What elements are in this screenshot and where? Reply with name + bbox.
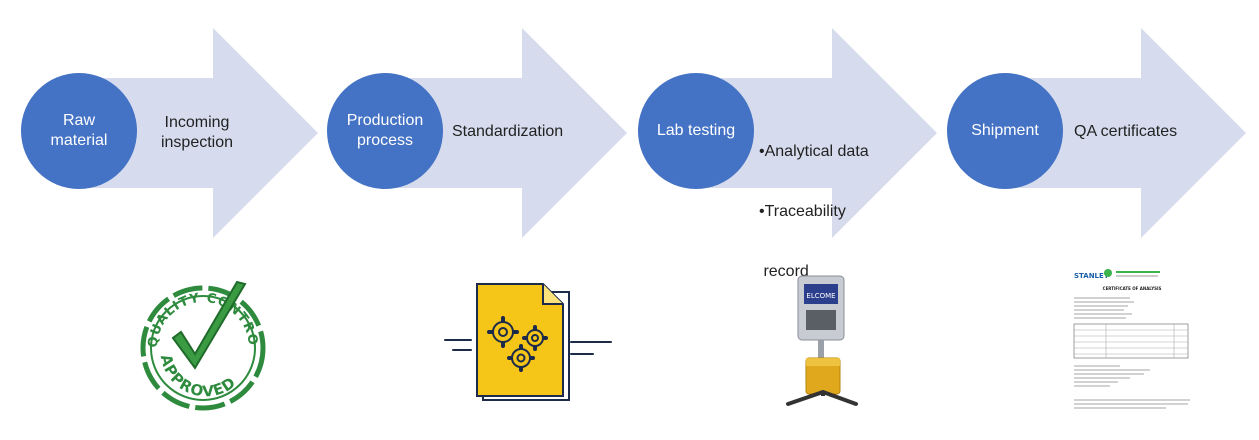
label-line: Standardization — [452, 123, 564, 140]
step-label-standardization: Standardization — [452, 122, 563, 142]
label-line: record — [759, 263, 809, 280]
process-arrow-2 — [387, 28, 627, 238]
circle-text-line: Lab testing — [656, 122, 736, 139]
circle-text-line: material — [50, 132, 108, 149]
document-with-gears-icon — [444, 283, 612, 401]
certificate-brand-text: STANLEY — [1074, 272, 1110, 280]
step-circle-lab-testing: Lab testing — [638, 73, 754, 189]
step-circle-production-process: Production process — [327, 73, 443, 189]
process-arrow-3 — [697, 28, 937, 238]
step-label-lab-testing: •Analytical data •Traceability record — [759, 102, 869, 302]
certificate-of-analysis-icon: STANLEY CERTIFICATE OF ANALYSIS — [1070, 264, 1194, 414]
circle-text-line: Production — [346, 112, 424, 129]
viscometer-screen-text: ELCOME — [806, 292, 835, 300]
process-arrow-1 — [78, 28, 318, 238]
lab-viscometer-icon: ELCOME — [786, 275, 858, 406]
quality-control-approved-stamp-icon: QUALITY CONTROL APPROVED — [133, 276, 266, 411]
label-line: QA certificates — [1074, 123, 1178, 140]
step-label-qa-certificates: QA certificates — [1074, 122, 1177, 142]
step-label-incoming-inspection: Incoming inspection — [152, 113, 242, 153]
label-line: Incoming — [164, 114, 230, 131]
circle-text-line: process — [356, 132, 414, 149]
circle-text-line: Shipment — [971, 122, 1039, 139]
certificate-heading-text: CERTIFICATE OF ANALYSIS — [1103, 286, 1162, 291]
label-line: •Analytical data — [759, 143, 869, 160]
label-line: inspection — [160, 134, 234, 151]
step-circle-shipment: Shipment — [947, 73, 1063, 189]
circle-text-line: Raw — [62, 112, 95, 129]
process-arrow-4 — [1006, 28, 1246, 238]
label-line: •Traceability — [759, 203, 846, 220]
step-circle-raw-material: Raw material — [21, 73, 137, 189]
